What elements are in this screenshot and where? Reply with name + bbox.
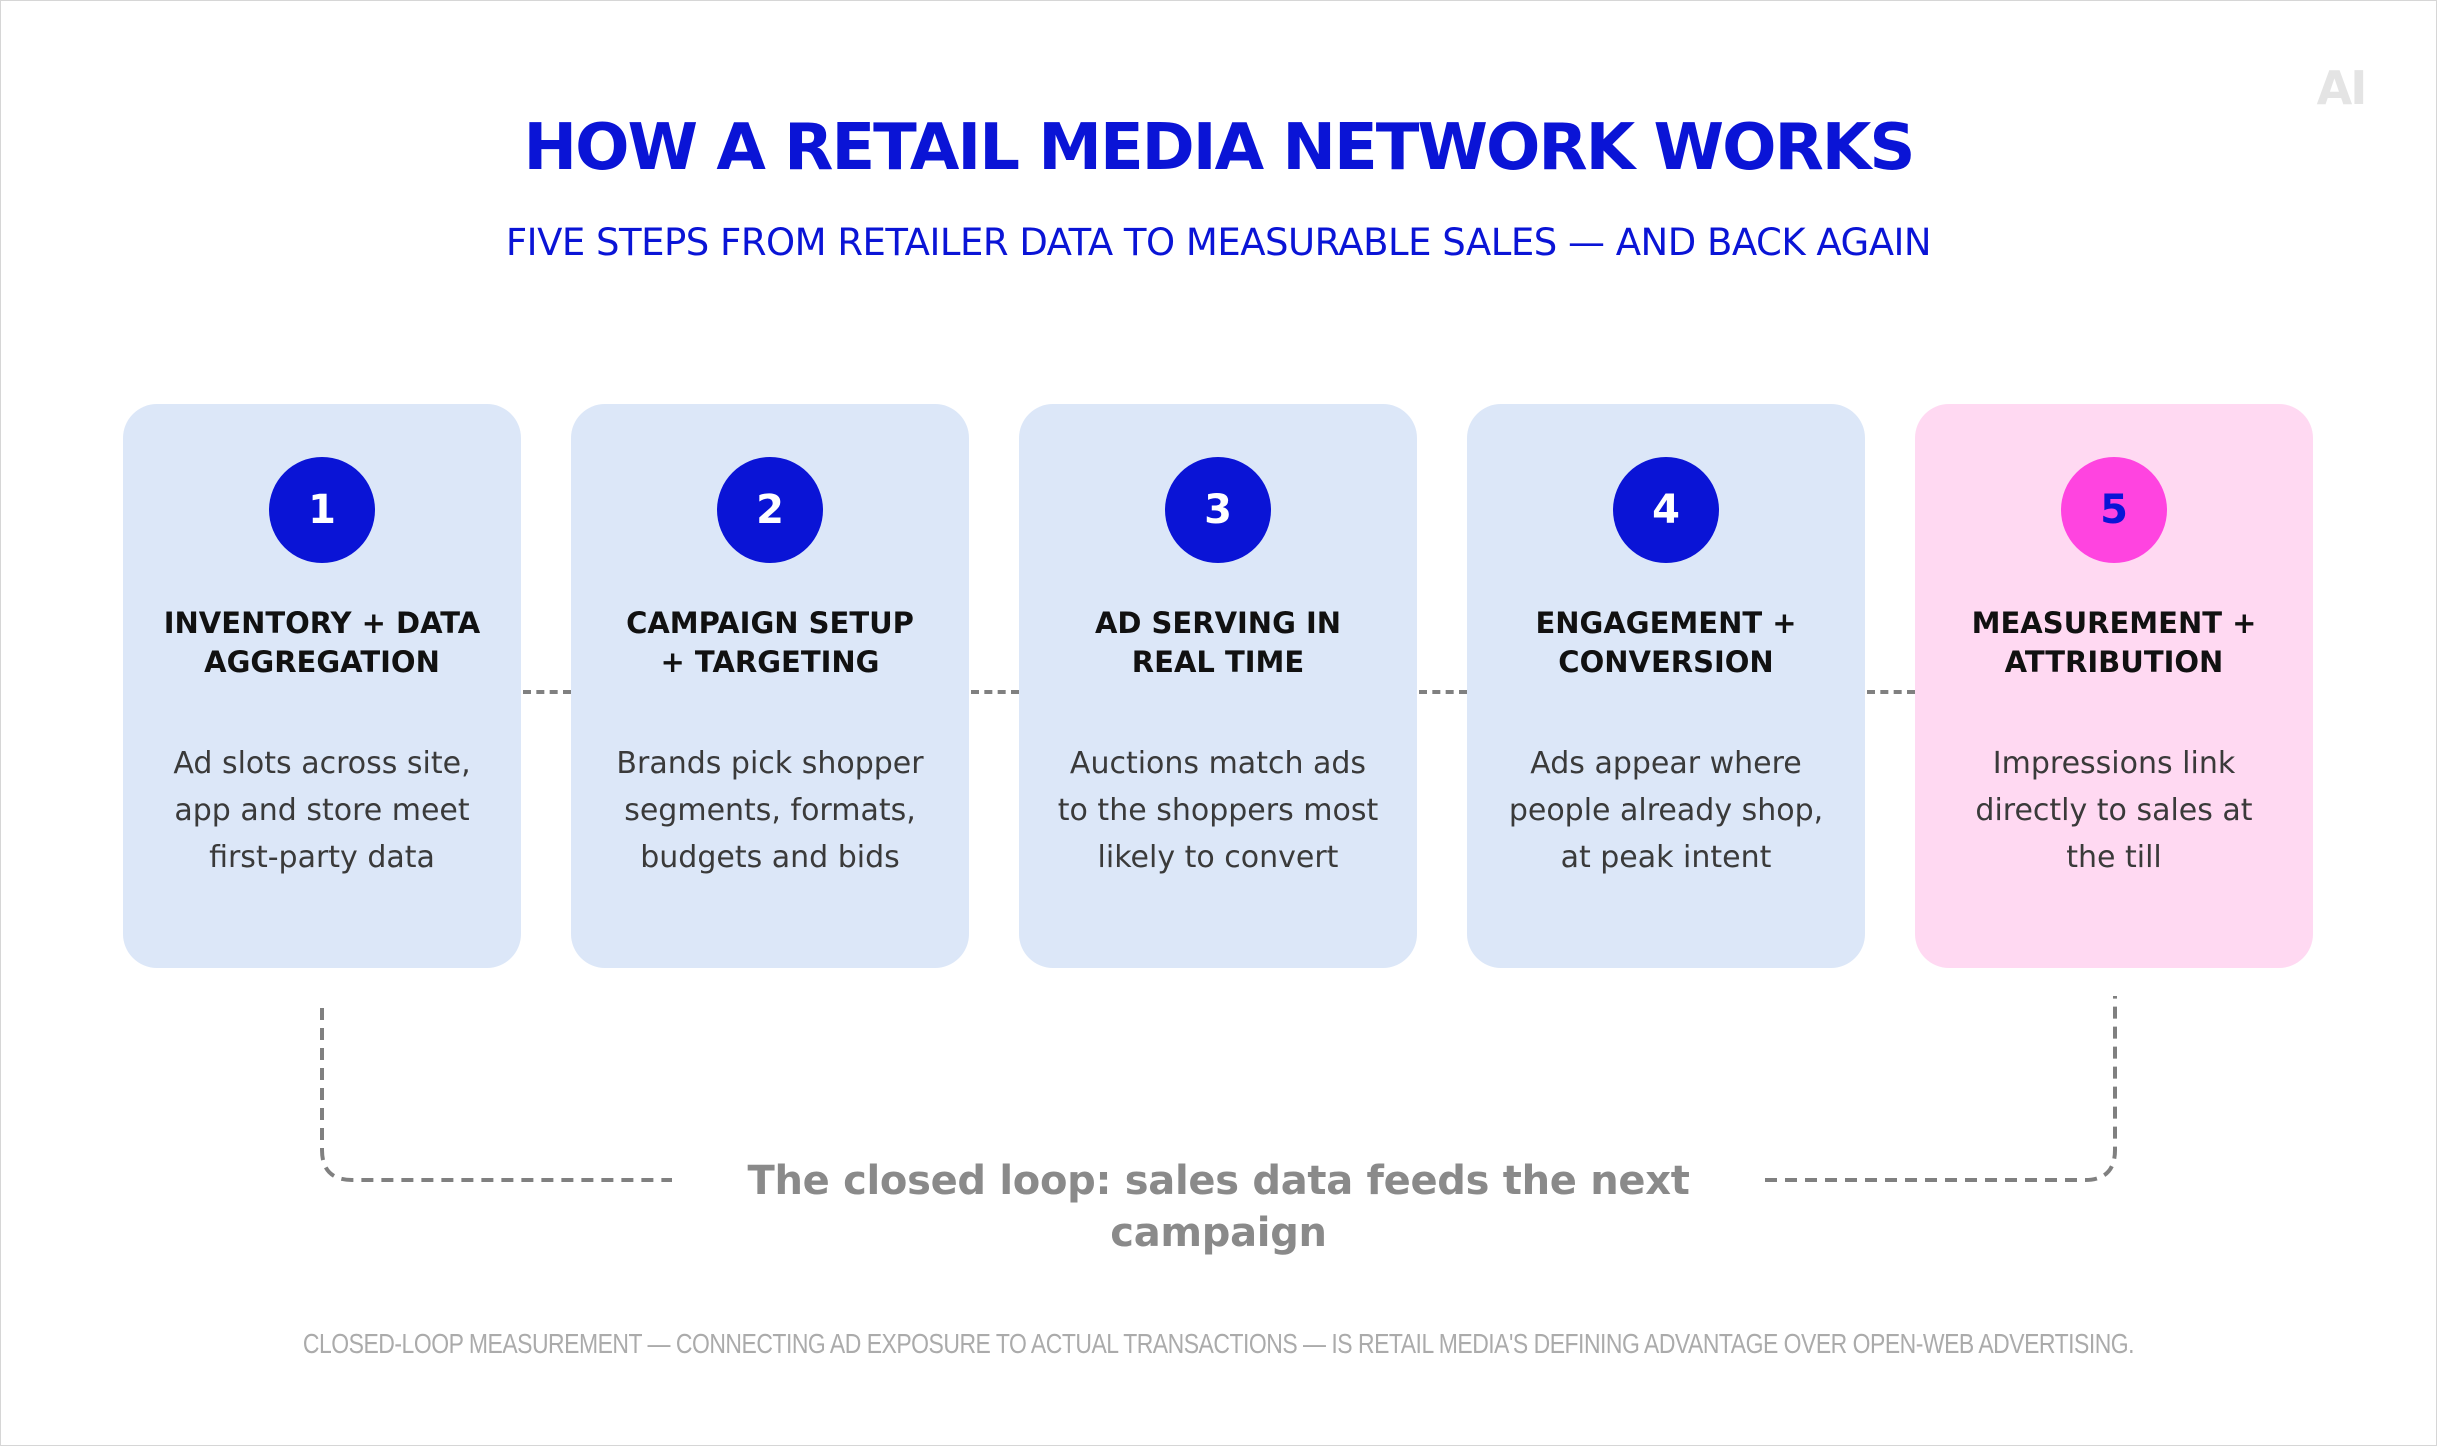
connector-3-4	[1419, 690, 1467, 694]
step-title-line: ENGAGEMENT +	[1535, 606, 1797, 640]
step-description: Ads appear where people already shop, at…	[1503, 740, 1829, 881]
step-description: Ad slots across site, app and store meet…	[159, 740, 485, 881]
step-description-line: Impressions link	[1992, 746, 2236, 781]
connector-1-2	[523, 690, 571, 694]
step-card-1: 1 INVENTORY + DATA AGGREGATION Ad slots …	[123, 404, 521, 968]
connector-4-5	[1867, 690, 1915, 694]
step-description: Auctions match ads to the shoppers most …	[1055, 740, 1381, 881]
step-title-line: + TARGETING	[660, 645, 880, 679]
step-description-line: likely to convert	[1097, 840, 1339, 875]
step-description-line: people already shop,	[1508, 793, 1824, 828]
step-title-line: REAL TIME	[1131, 645, 1305, 679]
step-description-line: the till	[2066, 840, 2162, 875]
footnote: CLOSED-LOOP MEASUREMENT — CONNECTING AD …	[302, 1328, 2135, 1359]
step-description-line: to the shoppers most	[1057, 793, 1379, 828]
step-title: ENGAGEMENT + CONVERSION	[1487, 604, 1845, 682]
step-card-3: 3 AD SERVING IN REAL TIME Auctions match…	[1019, 404, 1417, 968]
step-number-badge: 1	[269, 457, 375, 563]
step-description-line: first-party data	[209, 840, 435, 875]
step-description-line: at peak intent	[1560, 840, 1772, 875]
page-subtitle: FIVE STEPS FROM RETAILER DATA TO MEASURA…	[505, 221, 1932, 264]
step-number-badge: 5	[2061, 457, 2167, 563]
step-title-line: AD SERVING IN	[1094, 606, 1342, 640]
step-title-line: ATTRIBUTION	[2004, 645, 2224, 679]
step-title: INVENTORY + DATA AGGREGATION	[143, 604, 501, 682]
step-title-line: CAMPAIGN SETUP	[626, 606, 914, 640]
step-title: CAMPAIGN SETUP + TARGETING	[591, 604, 949, 682]
step-description-line: app and store meet	[174, 793, 470, 828]
step-description-line: Ads appear where	[1530, 746, 1802, 781]
step-title-line: MEASUREMENT +	[1971, 606, 2257, 640]
connector-2-3	[971, 690, 1019, 694]
step-description-line: directly to sales at	[1975, 793, 2253, 828]
step-title-line: INVENTORY + DATA	[163, 606, 481, 640]
step-number-badge: 3	[1165, 457, 1271, 563]
step-description: Impressions link directly to sales at th…	[1951, 740, 2277, 881]
step-title-line: AGGREGATION	[204, 645, 440, 679]
step-description-line: Ad slots across site,	[173, 746, 471, 781]
step-card-4: 4 ENGAGEMENT + CONVERSION Ads appear whe…	[1467, 404, 1865, 968]
step-title-line: CONVERSION	[1558, 645, 1774, 679]
step-number-badge: 2	[717, 457, 823, 563]
step-description-line: segments, formats,	[624, 793, 916, 828]
brand-logo: AI	[2316, 61, 2368, 115]
step-description-line: Brands pick shopper	[616, 746, 924, 781]
step-card-5: 5 MEASUREMENT + ATTRIBUTION Impressions …	[1915, 404, 2313, 968]
step-card-2: 2 CAMPAIGN SETUP + TARGETING Brands pick…	[571, 404, 969, 968]
step-number-badge: 4	[1613, 457, 1719, 563]
step-title: MEASUREMENT + ATTRIBUTION	[1935, 604, 2293, 682]
step-title: AD SERVING IN REAL TIME	[1039, 604, 1397, 682]
step-description-line: budgets and bids	[640, 840, 900, 875]
closed-loop-label: The closed loop: sales data feeds the ne…	[747, 1158, 1690, 1256]
step-description-line: Auctions match ads	[1069, 746, 1367, 781]
step-description: Brands pick shopper segments, formats, b…	[607, 740, 933, 881]
page-title: HOW A RETAIL MEDIA NETWORK WORKS	[523, 111, 1916, 185]
